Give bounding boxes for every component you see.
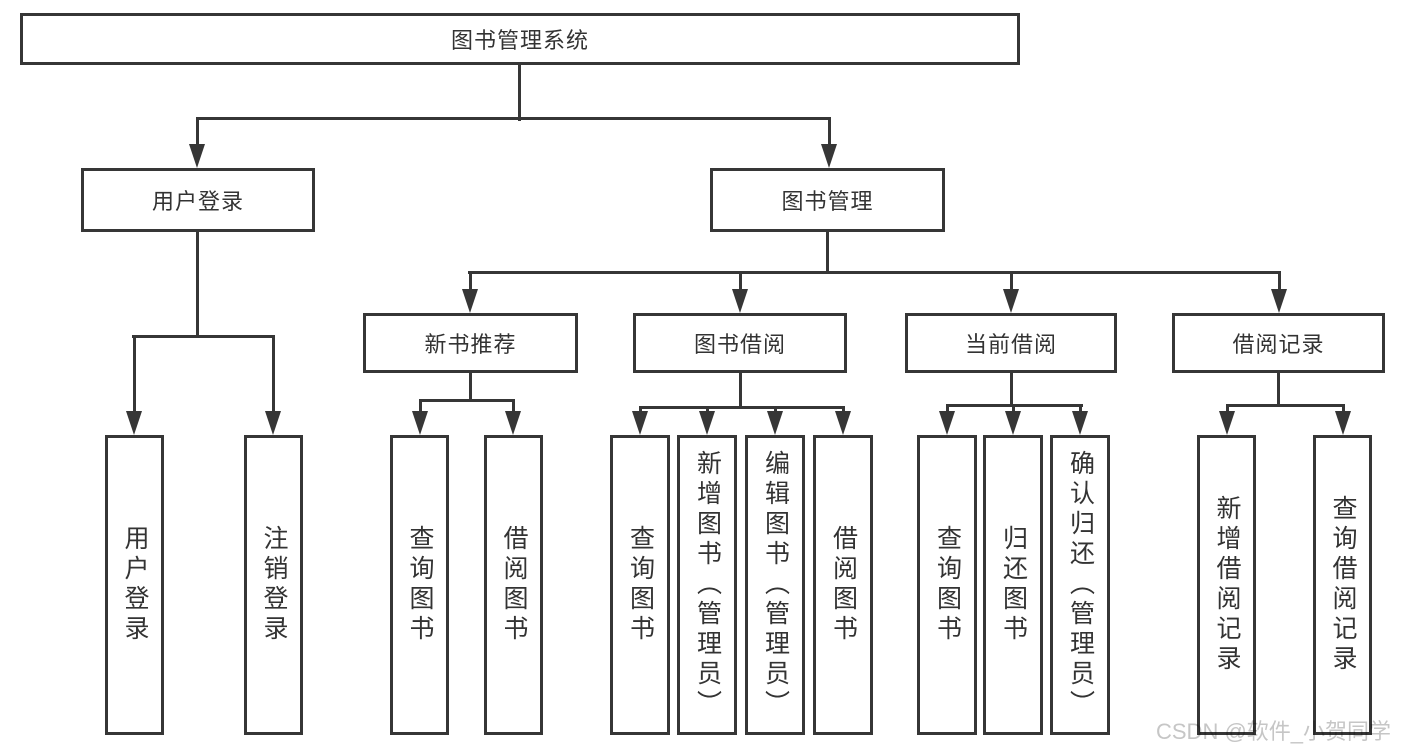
connector-vline <box>706 406 709 413</box>
connector-vline <box>1079 404 1082 413</box>
node-label: 编辑图书（管理员） <box>761 450 790 720</box>
connector-vline <box>196 117 199 146</box>
node-current-borrowing: 当前借阅 <box>905 313 1117 373</box>
connector-vline <box>639 406 642 413</box>
arrow-down-icon <box>1005 411 1021 435</box>
node-label: 借阅图书 <box>829 525 858 645</box>
node-label: 新增借阅记录 <box>1213 495 1241 675</box>
connector-vline <box>469 271 472 291</box>
node-label: 图书管理系统 <box>450 28 589 53</box>
arrow-down-icon <box>412 411 428 435</box>
node-borrowing-records: 借阅记录 <box>1172 313 1385 373</box>
node-label: 借阅记录 <box>1232 332 1325 357</box>
connector-vline <box>739 371 742 408</box>
arrow-down-icon <box>632 411 648 435</box>
connector-vline <box>518 63 521 121</box>
node-new-book-recommendation: 新书推荐 <box>363 313 578 373</box>
connector-hline <box>419 399 515 402</box>
leaf-edit-book-admin: 编辑图书（管理员） <box>745 435 805 735</box>
node-label: 用户登录 <box>151 189 244 214</box>
node-label: 新增图书（管理员） <box>693 450 722 720</box>
node-label: 借阅图书 <box>500 525 528 645</box>
arrow-down-icon <box>1335 411 1351 435</box>
connector-vline <box>512 399 515 413</box>
node-label: 当前借阅 <box>964 332 1057 357</box>
node-label: 归还图书 <box>999 525 1028 645</box>
connector-hline <box>639 406 845 409</box>
node-book-management: 图书管理 <box>710 168 945 232</box>
leaf-user-login: 用户登录 <box>105 435 164 735</box>
node-library-management-system: 图书管理系统 <box>20 13 1020 65</box>
leaf-query-books-current: 查询图书 <box>917 435 977 735</box>
connector-hline <box>196 117 831 120</box>
connector-vline <box>828 117 831 146</box>
connector-vline <box>774 406 777 413</box>
node-label: 图书管理 <box>781 189 874 214</box>
leaf-query-books-recommend: 查询图书 <box>390 435 449 735</box>
leaf-borrow-books-borrowing: 借阅图书 <box>813 435 873 735</box>
arrow-down-icon <box>505 411 521 435</box>
node-label: 图书借阅 <box>693 332 786 357</box>
arrow-down-icon <box>939 411 955 435</box>
arrow-down-icon <box>767 411 783 435</box>
connector-hline <box>132 335 275 338</box>
node-label: 注销登录 <box>260 525 288 645</box>
node-label: 用户登录 <box>121 525 149 645</box>
node-label: 查询图书 <box>933 525 962 645</box>
arrow-down-icon <box>1003 289 1019 313</box>
connector-vline <box>196 230 199 337</box>
connector-vline <box>739 271 742 291</box>
connector-vline <box>1278 271 1281 291</box>
arrow-down-icon <box>1271 289 1287 313</box>
connector-vline <box>1010 271 1013 291</box>
connector-vline <box>1012 404 1015 413</box>
connector-vline <box>1342 404 1345 413</box>
leaf-borrow-books-recommend: 借阅图书 <box>484 435 543 735</box>
connector-vline <box>469 371 472 401</box>
connector-vline <box>1277 371 1280 406</box>
arrow-down-icon <box>1219 411 1235 435</box>
connector-vline <box>946 404 949 413</box>
leaf-confirm-return-admin: 确认归还（管理员） <box>1050 435 1110 735</box>
csdn-watermark: CSDN @软件_小贺同学 <box>1156 719 1392 744</box>
arrow-down-icon <box>835 411 851 435</box>
arrow-down-icon <box>462 289 478 313</box>
leaf-query-borrow-record: 查询借阅记录 <box>1313 435 1372 735</box>
leaf-query-books-borrowing: 查询图书 <box>610 435 670 735</box>
node-label: 查询图书 <box>626 525 655 645</box>
leaf-add-borrow-record: 新增借阅记录 <box>1197 435 1256 735</box>
arrow-down-icon <box>821 144 837 168</box>
node-book-borrowing: 图书借阅 <box>633 313 847 373</box>
connector-vline <box>842 406 845 413</box>
node-label: 查询图书 <box>406 525 434 645</box>
arrow-down-icon <box>265 411 281 435</box>
leaf-return-books: 归还图书 <box>983 435 1043 735</box>
node-label: 确认归还（管理员） <box>1066 450 1095 720</box>
node-label: 新书推荐 <box>424 332 517 357</box>
arrow-down-icon <box>189 144 205 168</box>
connector-vline <box>1226 404 1229 413</box>
arrow-down-icon <box>732 289 748 313</box>
node-label: 查询借阅记录 <box>1329 495 1357 675</box>
connector-hline <box>1226 404 1345 407</box>
connector-vline <box>826 230 829 273</box>
leaf-add-book-admin: 新增图书（管理员） <box>677 435 737 735</box>
node-user-login: 用户登录 <box>81 168 315 232</box>
connector-hline <box>468 271 1281 274</box>
leaf-logout: 注销登录 <box>244 435 303 735</box>
arrow-down-icon <box>699 411 715 435</box>
arrow-down-icon <box>126 411 142 435</box>
connector-vline <box>272 335 275 413</box>
connector-vline <box>1010 371 1013 406</box>
arrow-down-icon <box>1072 411 1088 435</box>
connector-vline <box>419 399 422 413</box>
connector-vline <box>133 335 136 413</box>
